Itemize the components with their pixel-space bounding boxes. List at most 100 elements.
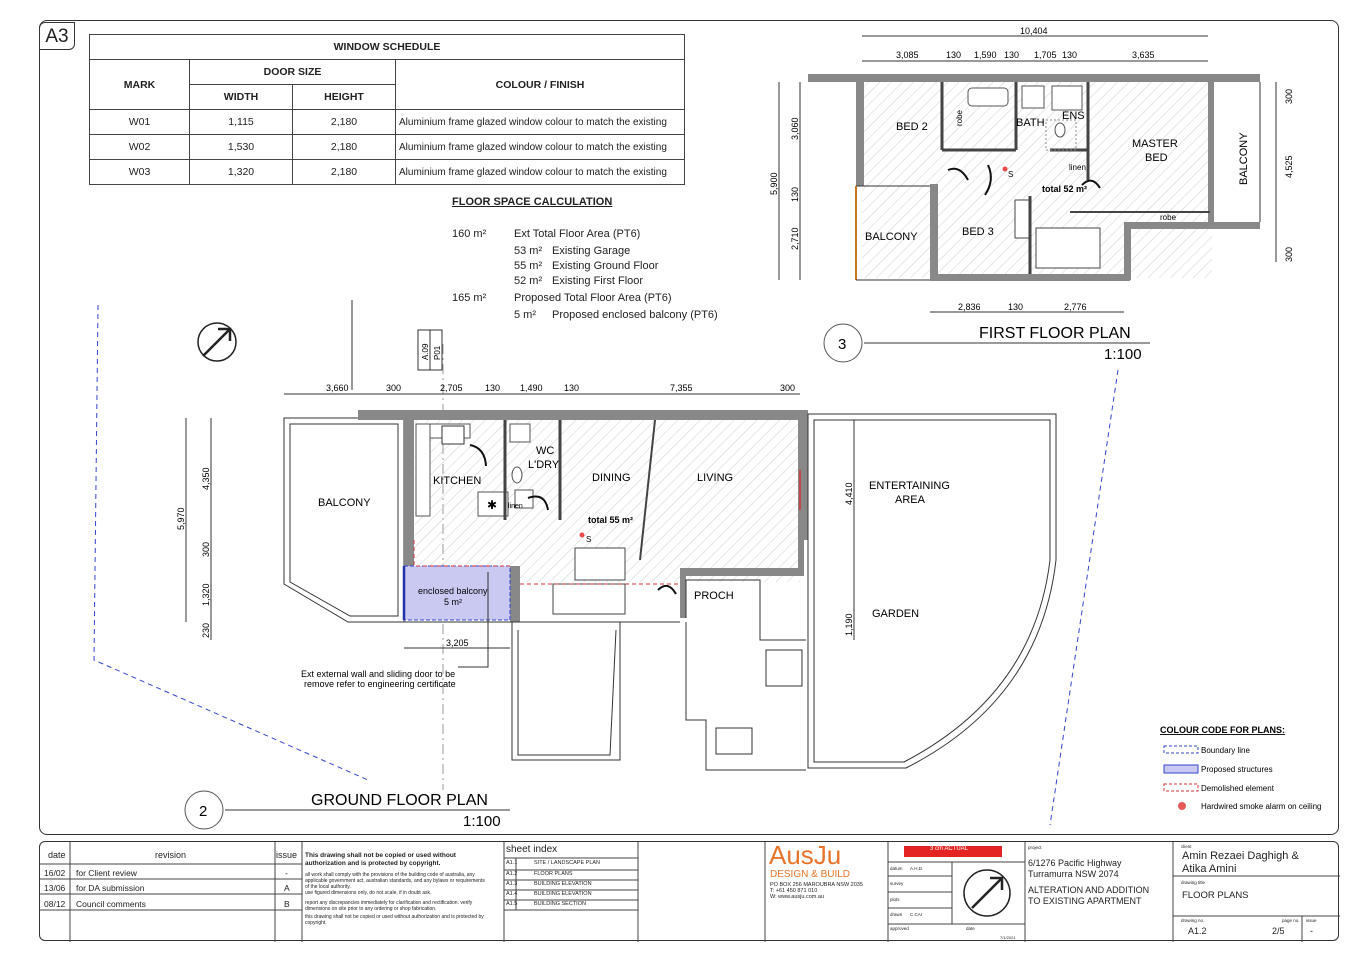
plan-number-circle xyxy=(823,323,863,363)
first-area: 52 m² xyxy=(514,275,543,287)
wall xyxy=(358,410,404,420)
dim: 2,836 xyxy=(958,302,981,312)
room-laundry: L'DRY xyxy=(528,459,560,471)
field-label: survey xyxy=(890,881,904,886)
ground-floor-plan: ✱ BALCONY KITCHEN WC L'D xyxy=(176,329,1057,830)
sheet-name: SITE / LANDSCAPE PLAN xyxy=(534,860,601,866)
toilet xyxy=(511,466,523,484)
col-height: HEIGHT xyxy=(292,84,396,110)
rev-date: 13/06 xyxy=(44,883,66,893)
ext-total-label: Ext Total Floor Area (PT6) xyxy=(514,228,641,240)
height-cell: 2,180 xyxy=(292,134,396,160)
boundary-line xyxy=(1049,369,1119,826)
dim: 2,710 xyxy=(790,227,800,250)
smoke-alarm-label: S xyxy=(1008,170,1013,179)
note-line: use figured dimensions only, do not scal… xyxy=(305,890,432,896)
rev-header-issue: issue xyxy=(276,850,298,860)
dim: 1,320 xyxy=(201,583,211,606)
door-swing xyxy=(657,584,677,595)
room-bed2: BED 2 xyxy=(896,121,928,133)
bathtub xyxy=(967,87,1009,107)
stair xyxy=(552,583,626,615)
legend-title: COLOUR CODE FOR PLANS: xyxy=(1160,725,1285,735)
sheet-no: A1.4 xyxy=(506,891,518,897)
mark-cell: W03 xyxy=(89,159,190,185)
copyright-line-2: authorization and is protected by copyri… xyxy=(305,860,441,867)
sheet-no: A1.5 xyxy=(506,901,518,907)
drawing-title: FLOOR PLANS xyxy=(1182,890,1249,901)
floor-space-calculation: FLOOR SPACE CALCULATION 160 m² Ext Total… xyxy=(452,196,718,321)
issue-value: - xyxy=(1310,926,1313,936)
asterisk-icon: ✱ xyxy=(487,498,497,512)
sheet-name: FLOOR PLANS xyxy=(534,871,573,877)
dim: 3,060 xyxy=(790,117,800,140)
field-label: approved xyxy=(890,926,909,931)
width-cell: 1,530 xyxy=(189,134,293,160)
legend-swatch-demolished xyxy=(1163,783,1199,792)
balcony-area: 5 m² xyxy=(514,309,536,321)
dim: 5,970 xyxy=(176,507,186,530)
dim: 300 xyxy=(780,383,795,393)
ground-floor-title: GROUND FLOOR PLAN xyxy=(311,792,488,809)
rev-desc: Council comments xyxy=(76,899,146,909)
rev-header-date: date xyxy=(48,850,66,860)
dim: 2,776 xyxy=(1064,302,1087,312)
door-swing xyxy=(1081,179,1101,189)
laundry-tub xyxy=(509,423,531,443)
ext-total-area: 160 m² xyxy=(452,228,487,240)
room-dining: DINING xyxy=(592,472,631,484)
enclosed-balcony-area: 5 m² xyxy=(444,597,462,607)
dim: 130 xyxy=(1062,50,1077,60)
porch-outline xyxy=(685,579,806,641)
room-robe-2: robe xyxy=(1160,213,1177,222)
company-subtitle: DESIGN & BUILD xyxy=(770,869,851,880)
drawing-title-label: drawing title xyxy=(1181,880,1206,885)
note-line: all work shall comply with the provision… xyxy=(305,872,475,878)
stair xyxy=(574,547,626,581)
rev-header-revision: revision xyxy=(155,850,187,860)
toilet xyxy=(1054,122,1066,138)
sheet-no: A1.3 xyxy=(506,881,518,887)
field-label: datum xyxy=(890,866,903,871)
room-wc: WC xyxy=(536,445,554,457)
ground-floor-scale: 1:100 xyxy=(463,813,501,830)
rev-desc: for DA submission xyxy=(76,883,145,893)
smoke-alarm-icon xyxy=(1002,166,1008,172)
island xyxy=(477,491,509,517)
wall xyxy=(510,566,520,622)
leader-line xyxy=(458,572,489,668)
sheet-size-label: A3 xyxy=(39,22,75,50)
door-swing xyxy=(527,495,549,511)
field-value: C.CAI xyxy=(910,912,923,917)
ensuite-tiles xyxy=(1045,119,1077,151)
plan-number: 2 xyxy=(199,803,207,820)
lower-outline xyxy=(517,629,617,756)
legend-item: Hardwired smoke alarm on ceiling xyxy=(1201,802,1322,811)
internal-wall xyxy=(639,419,656,561)
table-row: W02 1,530 2,180 Aluminium frame glazed w… xyxy=(89,134,685,160)
project-label: project xyxy=(1028,845,1042,850)
window-schedule-table: WINDOW SCHEDULE MARK DOOR SIZE COLOUR / … xyxy=(89,34,685,185)
wall xyxy=(798,540,804,576)
demolished-line xyxy=(413,540,510,567)
finish-cell: Aluminium frame glazed window colour to … xyxy=(395,159,685,185)
col-finish: COLOUR / FINISH xyxy=(395,59,685,110)
linen-shelf xyxy=(514,489,534,509)
rev-issue: B xyxy=(284,899,290,909)
entertaining-area-outline xyxy=(813,419,1051,763)
legend-item: Demolished element xyxy=(1201,784,1275,793)
room-master-bed: BED xyxy=(1145,152,1168,164)
stair xyxy=(1035,227,1101,269)
col-door-size: DOOR SIZE xyxy=(189,59,396,85)
dim: 1,190 xyxy=(844,613,854,636)
page-no-label: page no. xyxy=(1282,918,1300,923)
room-entertaining: ENTERTAINING xyxy=(869,480,950,492)
sheet-name: BUILDING ELEVATION xyxy=(534,891,592,897)
demolition-note-1: Ext external wall and sliding door to be xyxy=(301,669,455,679)
height-cell: 2,180 xyxy=(292,109,396,135)
dim-overall: 10,404 xyxy=(1020,26,1048,36)
dim: 4,525 xyxy=(1284,155,1294,178)
drawing-no-label: drawing no. xyxy=(1181,918,1205,923)
door-swing xyxy=(984,164,992,196)
project-desc-2: TO EXISTING APARTMENT xyxy=(1028,896,1142,906)
